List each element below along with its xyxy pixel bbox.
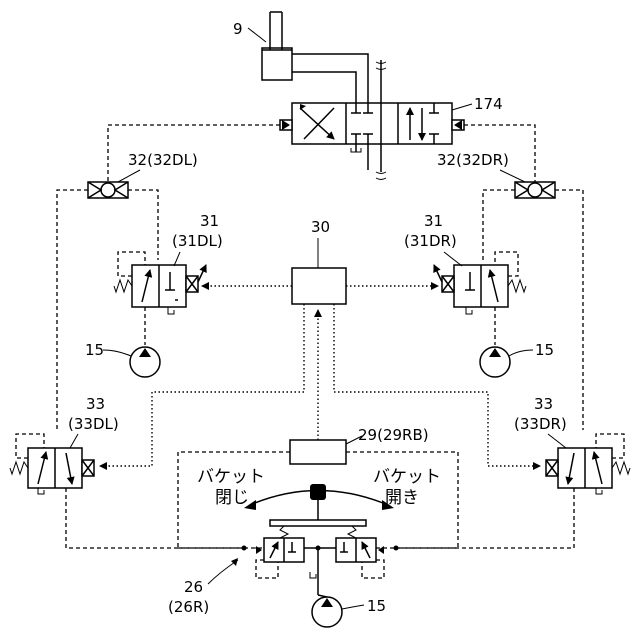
bucket-open-line2: 開き — [385, 488, 419, 508]
bucket-close-line1: バケット — [197, 467, 265, 487]
control-valve-label: 174 — [474, 95, 503, 113]
valve31-right-sub: (31DR) — [404, 232, 457, 250]
operation-device-sub: (26R) — [168, 598, 209, 616]
bucket-open-line1: バケット — [373, 467, 441, 487]
solenoid-valve-31dl — [114, 265, 206, 314]
valve33-right-num: 33 — [534, 395, 553, 413]
controller-label: 30 — [311, 218, 330, 236]
shuttle-valve-32dl — [88, 182, 128, 198]
pump-bottom-label: 15 — [367, 597, 386, 615]
solenoid-valve-31dr — [434, 265, 526, 314]
operation-device-26 — [242, 484, 399, 595]
pump-bottom — [312, 597, 342, 627]
shuttle-right-label: 32(32DR) — [437, 151, 509, 169]
solenoid-valve-33dl — [10, 448, 94, 494]
pump-right — [480, 347, 510, 377]
cylinder-9 — [248, 12, 368, 103]
shuttle-left-label: 32(32DL) — [128, 151, 198, 169]
controller-30 — [292, 268, 346, 304]
pump-left-label: 15 — [85, 341, 104, 359]
pump-right-label: 15 — [535, 341, 554, 359]
bucket-close-line2: 閉じ — [215, 488, 249, 508]
valve31-right-num: 31 — [424, 212, 443, 230]
valve33-left-sub: (33DL) — [68, 415, 119, 433]
operation-device-num: 26 — [184, 578, 203, 596]
valve31-left-num: 31 — [200, 212, 219, 230]
pump-left — [130, 347, 160, 377]
control-valve-174 — [280, 103, 464, 152]
cylinder-label: 9 — [233, 20, 243, 38]
sensor-29 — [290, 440, 346, 464]
lever-knob — [310, 484, 326, 500]
shuttle-valve-32dr — [515, 182, 555, 198]
valve33-right-sub: (33DR) — [514, 415, 567, 433]
valve33-left-num: 33 — [86, 395, 105, 413]
sensor-label: 29(29RB) — [358, 426, 429, 444]
solenoid-valve-33dr — [546, 448, 630, 494]
valve31-left-sub: (31DL) — [172, 232, 223, 250]
